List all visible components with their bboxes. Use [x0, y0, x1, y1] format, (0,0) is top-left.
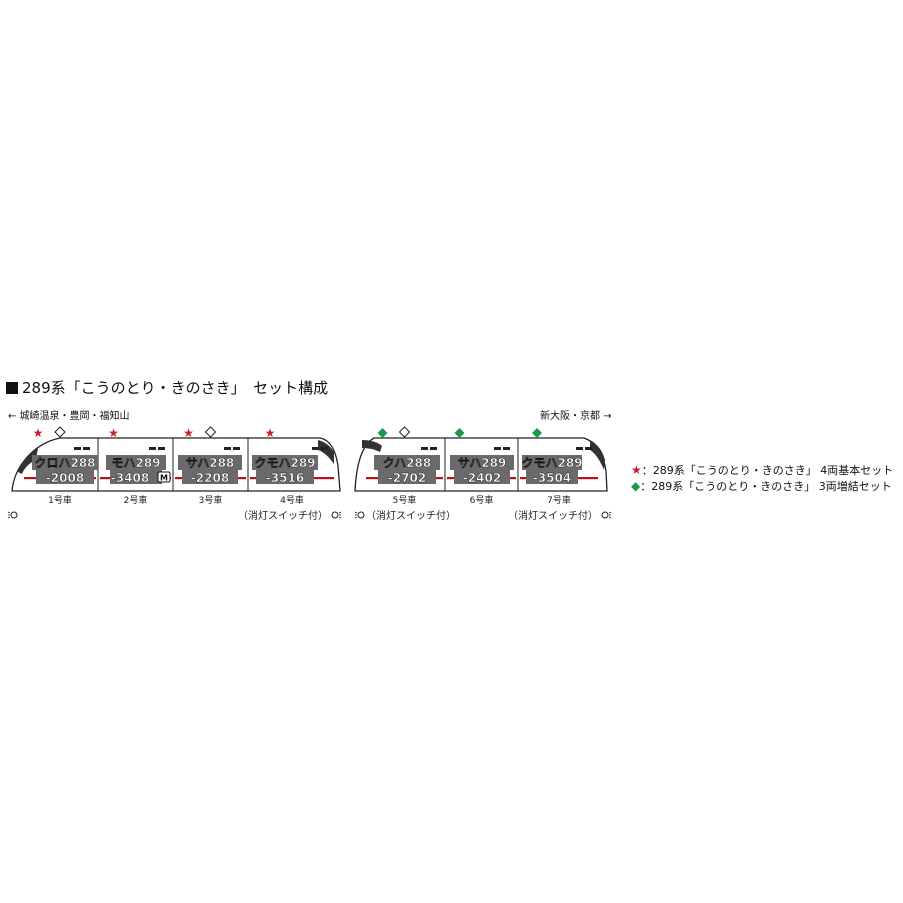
- legend-text: ：289系「こうのとり・きのさき」 4両基本セット: [641, 464, 894, 477]
- car-name: モハ289: [111, 456, 160, 470]
- car-name-plate: [374, 455, 440, 470]
- car-1: クロハ288-2008 1号車 ★: [24, 426, 98, 506]
- title-square-icon: [6, 382, 18, 394]
- car-number: -2702: [388, 471, 426, 485]
- window-mark: [503, 447, 510, 450]
- car-number: -3516: [266, 471, 304, 485]
- pantograph-icon: [204, 426, 217, 438]
- star-icon: ★: [631, 463, 642, 477]
- window-mark: [321, 447, 328, 450]
- title-text: 289系「こうのとり・きのさき」 セット構成: [22, 379, 329, 397]
- switch-note-car5: （消灯スイッチ付）: [366, 509, 456, 522]
- pantograph-icon: [398, 426, 411, 438]
- car-number: -3504: [533, 471, 571, 485]
- car-number-plate: [526, 470, 578, 484]
- car-number: -2402: [463, 471, 501, 485]
- car-name-plate: [178, 455, 242, 470]
- legend-text: ：289系「こうのとり・きのさき」 3両増結セット: [640, 480, 892, 493]
- car-number: -2208: [191, 471, 229, 485]
- window-mark: [494, 447, 501, 450]
- car-6: サハ289-2402 6号車: [447, 428, 516, 506]
- car-number: -3408: [111, 471, 149, 485]
- car-name-plate: [32, 455, 98, 470]
- diamond-icon: [532, 428, 542, 438]
- car-name: クモハ289: [254, 456, 315, 470]
- car-4: クモハ289-3516 4号車 ★: [250, 426, 334, 506]
- star-icon: ★: [183, 426, 194, 440]
- car-5: クハ288-2702 5号車: [366, 426, 443, 506]
- star-icon: ★: [265, 426, 276, 440]
- window-mark: [585, 447, 592, 450]
- front-window-left: [18, 448, 38, 474]
- car-number-plate: [256, 470, 314, 484]
- headlight-icon: [354, 511, 365, 519]
- car-name-plate: [252, 455, 318, 470]
- car-name: サハ289: [458, 456, 507, 470]
- front-window-right-b: [590, 440, 605, 470]
- car-name: クハ288: [383, 456, 431, 470]
- car-name-plate: [106, 455, 166, 470]
- window-mark: [233, 447, 240, 450]
- car-7: クモハ289-3504 7号車: [520, 428, 598, 506]
- star-icon: ★: [33, 426, 44, 440]
- car-2: モハ289-3408 M 2号車 ★: [100, 426, 171, 506]
- car-number-plate: [110, 470, 162, 484]
- legend-item-basic-set: ★：289系「こうのとり・きのさき」 4両基本セット: [631, 462, 893, 478]
- switch-note-car7: （消灯スイッチ付）: [508, 509, 598, 522]
- car-number-plate: [182, 470, 238, 484]
- diamond-icon: [454, 428, 465, 438]
- front-window-right-a: [318, 440, 334, 464]
- set-title: 289系「こうのとり・きのさき」 セット構成: [6, 377, 328, 398]
- car-label: 1号車: [48, 494, 72, 506]
- window-mark: [158, 447, 165, 450]
- window-mark: [421, 447, 428, 450]
- front-window-left-b: [362, 440, 382, 452]
- direction-left: ← 城崎温泉・豊岡・福知山: [8, 411, 130, 422]
- window-mark: [312, 447, 319, 450]
- window-mark: [74, 447, 81, 450]
- car-name: クロハ288: [34, 456, 95, 470]
- car-label: 6号車: [470, 494, 494, 506]
- car-name-plate: [450, 455, 514, 470]
- car-label: 7号車: [547, 494, 571, 506]
- car-number-plate: [378, 470, 436, 484]
- car-number-plate: [454, 470, 510, 484]
- car-label: 2号車: [124, 494, 148, 506]
- window-mark: [430, 447, 437, 450]
- car-label: 3号車: [199, 494, 223, 506]
- car-label: 4号車: [280, 494, 304, 506]
- direction-right: 新大阪・京都 →: [540, 411, 612, 422]
- car-name-plate: [522, 455, 582, 470]
- window-mark: [576, 447, 583, 450]
- car-name: クモハ289: [521, 456, 582, 470]
- switch-note-car4: （消灯スイッチ付）: [238, 509, 328, 522]
- motor-badge: [157, 471, 171, 483]
- headlight-icon: [331, 511, 342, 519]
- window-mark: [149, 447, 156, 450]
- star-icon: ★: [108, 426, 119, 440]
- diamond-icon: ◆: [631, 479, 641, 493]
- car-label: 5号車: [393, 494, 417, 506]
- car-number: -2008: [46, 471, 84, 485]
- pantograph-icon: [54, 426, 66, 438]
- window-mark: [83, 447, 90, 450]
- car-number-plate: [36, 470, 94, 484]
- headlight-icon: [7, 511, 18, 519]
- legend-item-extension-set: ◆：289系「こうのとり・きのさき」 3両増結セット: [631, 478, 892, 494]
- car-name: サハ288: [186, 456, 235, 470]
- diamond-icon: [377, 428, 388, 438]
- car-3: サハ288-2208 3号車 ★: [175, 426, 246, 506]
- headlight-icon: [601, 511, 612, 519]
- window-mark: [224, 447, 231, 450]
- motor-badge-label: M: [160, 474, 168, 483]
